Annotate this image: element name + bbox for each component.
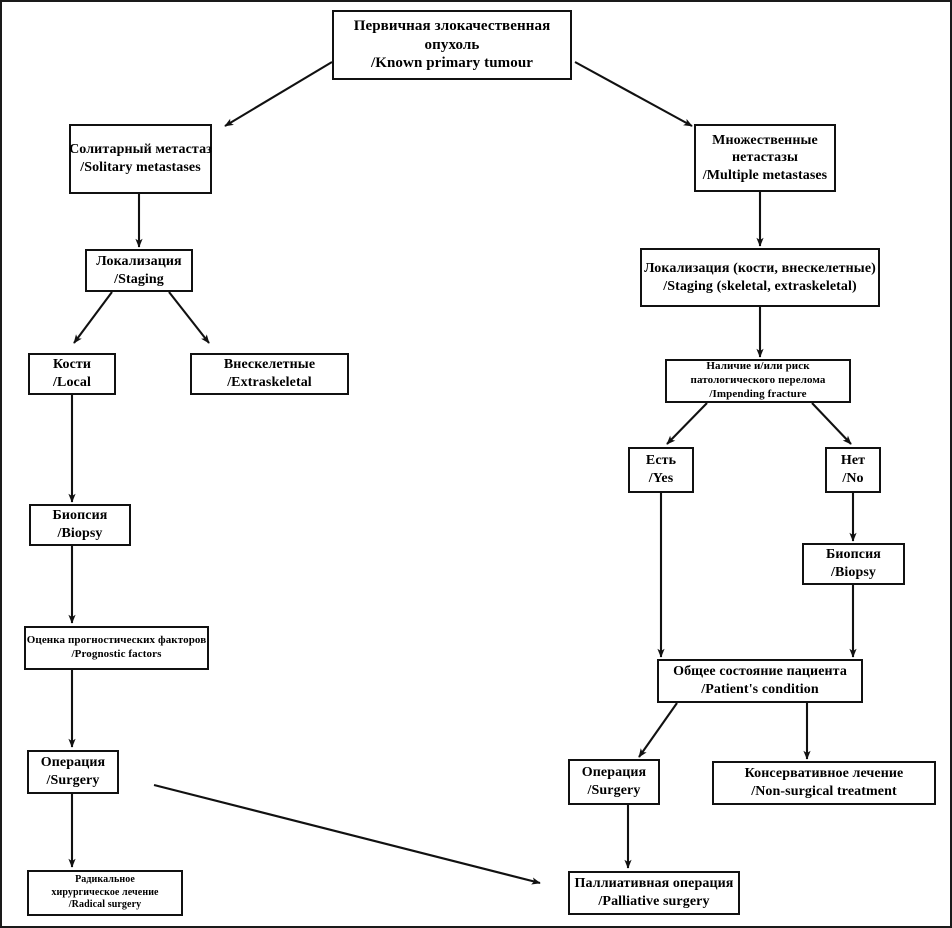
node-non-surgical-treatment-ru: Консервативное лечение <box>744 766 904 782</box>
node-extraskeletal[interactable]: Внескелетные /Extraskeletal <box>190 353 349 395</box>
node-biopsy-right-ru: Биопсия <box>826 547 881 563</box>
node-biopsy-right[interactable]: Биопсия /Biopsy <box>802 543 905 585</box>
node-solitary-metastases-en: /Solitary metastases <box>80 160 201 175</box>
node-impending-fracture[interactable]: Наличие и/или риск патологического перел… <box>665 359 851 403</box>
node-yes[interactable]: Есть /Yes <box>628 447 694 493</box>
node-impending-fracture-en: /Impending fracture <box>709 387 807 400</box>
node-radical-surgery[interactable]: Радикальное хирургическое лечение /Radic… <box>27 870 183 916</box>
node-surgery-left[interactable]: Операция /Surgery <box>27 750 119 794</box>
node-surgery-left-ru: Операция <box>40 755 106 771</box>
node-non-surgical-treatment-en: /Non-surgical treatment <box>751 784 897 799</box>
edge-patient-condition-to-surgery <box>638 702 678 758</box>
node-palliative-surgery-ru: Паллиативная операция <box>574 876 734 892</box>
node-bones-ru: Кости <box>52 357 92 373</box>
node-biopsy-left-en: /Biopsy <box>57 526 103 541</box>
node-bones-en: /Local <box>53 375 91 390</box>
edge-fracture-to-yes <box>666 402 708 445</box>
node-primary-tumour-ru2: опухоль <box>424 36 480 53</box>
node-multiple-metastases-ru: Множественные <box>712 132 818 148</box>
node-primary-tumour-en: /Known primary tumour <box>370 55 534 72</box>
edge-primary-to-solitary <box>224 61 333 127</box>
node-patient-condition[interactable]: Общее состояние пациента /Patient's cond… <box>657 659 863 703</box>
node-biopsy-left-ru: Биопсия <box>52 508 108 524</box>
node-prognostic-factors-ru: Оценка прогностических факторов <box>26 634 207 647</box>
node-radical-surgery-en: /Radical surgery <box>68 899 142 911</box>
node-biopsy-left[interactable]: Биопсия /Biopsy <box>29 504 131 546</box>
node-solitary-metastases-ru: Солитарный метастаз <box>69 142 212 158</box>
node-primary-tumour[interactable]: Первичная злокачественная опухоль /Known… <box>332 10 572 80</box>
node-staging-left[interactable]: Локализация /Staging <box>85 249 193 292</box>
node-staging-right[interactable]: Локализация (кости, внескелетные) /Stagi… <box>640 248 880 307</box>
node-yes-en: /Yes <box>648 471 674 486</box>
node-prognostic-factors-en: /Prognostic factors <box>71 648 162 660</box>
node-solitary-metastases[interactable]: Солитарный метастаз /Solitary metastases <box>69 124 212 194</box>
node-multiple-metastases-ru2: нетастазы <box>731 150 799 166</box>
edge-primary-to-multiple <box>574 61 693 127</box>
node-primary-tumour-ru: Первичная злокачественная <box>353 17 551 34</box>
node-non-surgical-treatment[interactable]: Консервативное лечение /Non-surgical tre… <box>712 761 936 805</box>
node-biopsy-right-en: /Biopsy <box>830 565 877 580</box>
node-no-en: /No <box>842 471 864 486</box>
node-impending-fracture-ru: Наличие и/или риск <box>706 360 810 373</box>
node-staging-left-ru: Локализация <box>96 253 182 269</box>
node-radical-surgery-ru2: хирургическое лечение <box>51 886 159 898</box>
node-patient-condition-ru: Общее состояние пациента <box>673 664 847 680</box>
node-staging-right-ru: Локализация (кости, внескелетные) <box>644 260 876 276</box>
node-staging-right-en: /Staging (skeletal, extraskeletal) <box>663 278 857 294</box>
node-multiple-metastases[interactable]: Множественные нетастазы /Multiple metast… <box>694 124 836 192</box>
node-surgery-right-ru: Операция <box>581 765 647 781</box>
node-palliative-surgery-en: /Palliative surgery <box>598 894 710 909</box>
node-prognostic-factors[interactable]: Оценка прогностических факторов /Prognos… <box>24 626 209 670</box>
node-patient-condition-en: /Patient's condition <box>701 682 819 697</box>
node-no[interactable]: Нет /No <box>825 447 881 493</box>
node-no-ru: Нет <box>840 453 866 469</box>
node-surgery-left-en: /Surgery <box>46 773 100 788</box>
node-bones[interactable]: Кости /Local <box>28 353 116 395</box>
edge-fracture-to-no <box>811 402 852 445</box>
node-extraskeletal-ru: Внескелетные <box>223 357 316 373</box>
node-multiple-metastases-en: /Multiple metastases <box>702 167 828 183</box>
node-yes-ru: Есть <box>645 453 677 469</box>
node-extraskeletal-en: /Extraskeletal <box>227 375 312 390</box>
node-surgery-right-en: /Surgery <box>587 783 641 798</box>
node-radical-surgery-ru: Радикальное <box>75 874 135 886</box>
node-staging-left-en: /Staging <box>114 271 164 287</box>
node-impending-fracture-ru2: патологического перелома <box>690 374 826 387</box>
edge-staging-to-extraskeletal <box>168 291 210 344</box>
node-palliative-surgery[interactable]: Паллиативная операция /Palliative surger… <box>568 871 740 915</box>
edge-staging-to-bones <box>73 291 113 344</box>
edge-surgery-to-palliative <box>153 783 541 885</box>
node-surgery-right[interactable]: Операция /Surgery <box>568 759 660 805</box>
